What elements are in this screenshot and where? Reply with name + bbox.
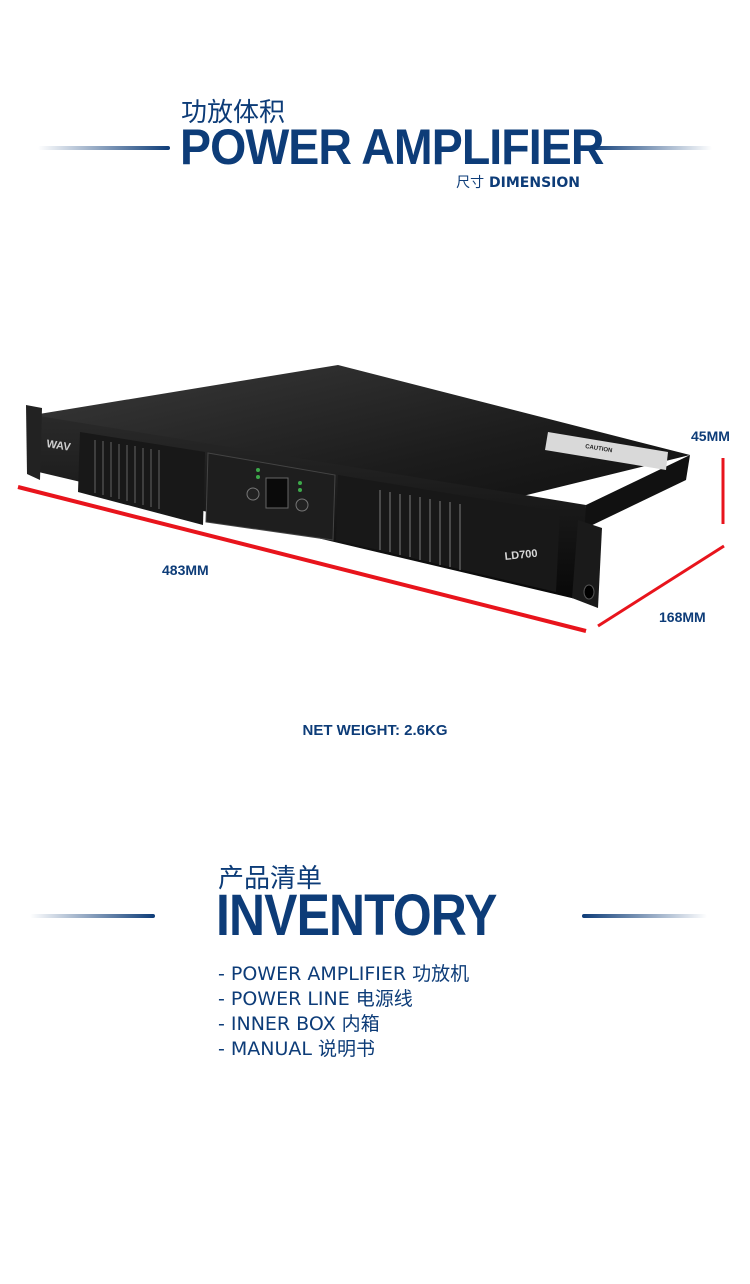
rack-ear-left bbox=[26, 405, 42, 480]
width-dimension-line bbox=[17, 485, 587, 633]
depth-dimension-line bbox=[597, 544, 725, 628]
brand-logo: WAV bbox=[46, 438, 72, 454]
volume-knob-left bbox=[246, 487, 260, 501]
depth-label: 168MM bbox=[659, 609, 706, 625]
inventory-list: - POWER AMPLIFIER 功放机 - POWER LINE 电源线 -… bbox=[218, 962, 469, 1062]
height-label: 45MM bbox=[691, 428, 730, 444]
led-indicator bbox=[298, 488, 302, 492]
caution-text: CAUTION bbox=[585, 444, 613, 454]
list-item: - MANUAL 说明书 bbox=[218, 1038, 376, 1060]
inventory-title-cn: 产品清单 bbox=[218, 864, 323, 894]
right-grille bbox=[379, 490, 461, 570]
model-label: LD700 bbox=[504, 548, 538, 563]
caution-sticker bbox=[545, 432, 668, 470]
width-label: 483MM bbox=[162, 562, 209, 578]
decorative-line-right bbox=[590, 146, 712, 150]
section-title-cn: 功放体积 bbox=[181, 98, 286, 128]
volume-knob-right bbox=[295, 498, 309, 512]
power-amplifier-image: WAV LD700 CAUTION bbox=[17, 365, 725, 633]
list-item: - INNER BOX 内箱 bbox=[218, 1013, 380, 1035]
subtitle-en: DIMENSION bbox=[489, 175, 580, 191]
list-item: - POWER AMPLIFIER 功放机 bbox=[218, 963, 470, 985]
chassis-right-side bbox=[582, 455, 690, 530]
left-handle bbox=[78, 432, 205, 525]
led-indicator bbox=[256, 468, 260, 472]
net-weight: NET WEIGHT: 2.6KG bbox=[302, 722, 448, 739]
section-title-en: POWER AMPLIFIER bbox=[180, 119, 604, 175]
decorative-line-right bbox=[582, 914, 707, 918]
decorative-line-left bbox=[38, 146, 170, 150]
subtitle-cn: 尺寸 bbox=[456, 175, 485, 191]
power-switch bbox=[265, 477, 289, 509]
inventory-title-en: INVENTORY bbox=[216, 883, 497, 948]
led-indicator bbox=[298, 481, 302, 485]
rack-ear-right bbox=[572, 520, 602, 608]
left-grille bbox=[94, 440, 160, 509]
right-handle bbox=[336, 475, 560, 592]
led-indicator bbox=[256, 475, 260, 479]
section-subtitle: 尺寸 DIMENSION bbox=[380, 172, 580, 192]
list-item: - POWER LINE 电源线 bbox=[218, 988, 413, 1010]
rack-hole bbox=[583, 584, 595, 600]
chassis-top bbox=[33, 365, 690, 520]
decorative-line-left bbox=[30, 914, 155, 918]
